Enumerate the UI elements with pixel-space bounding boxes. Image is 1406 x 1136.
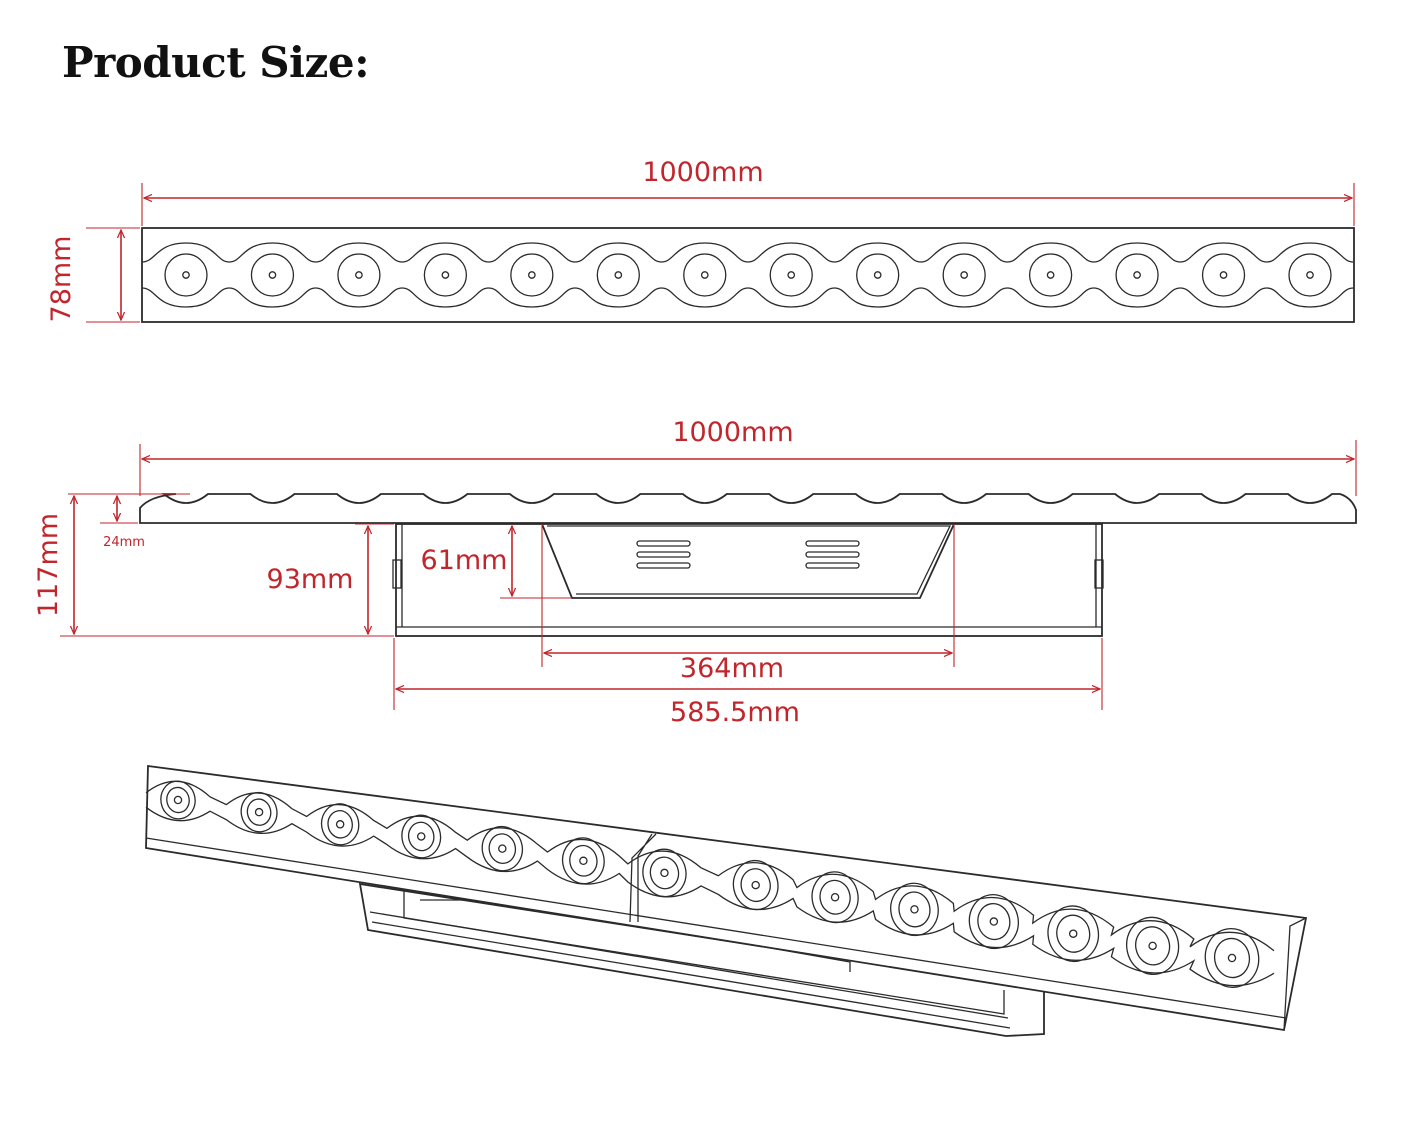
front-lens — [250, 253, 295, 297]
front-lens-row — [164, 253, 1332, 297]
vent-width-label: 364mm — [680, 653, 784, 684]
page-title: Product Size: — [62, 38, 370, 87]
perspective-base-channel — [403, 888, 1005, 1015]
perspective-lens — [401, 814, 442, 859]
front-bar-outline — [141, 227, 1355, 323]
front-lens — [769, 253, 813, 297]
front-lens — [856, 253, 900, 297]
front-lens — [1288, 253, 1332, 297]
front-lens — [1115, 253, 1159, 297]
perspective-lens-row — [160, 780, 1260, 988]
vent-height-label: 61mm — [421, 545, 508, 576]
perspective-lens-band-bottom — [145, 806, 1275, 987]
perspective-lens — [1204, 928, 1260, 988]
box-width-label: 585.5mm — [670, 697, 800, 728]
perspective-head-seam — [629, 833, 657, 923]
perspective-lens — [320, 803, 360, 846]
front-lens-band-top — [141, 242, 1354, 263]
perspective-base-rail — [369, 911, 1009, 1019]
perspective-lens — [1126, 916, 1180, 976]
side-vent-housing — [540, 523, 956, 599]
front-lens — [510, 253, 554, 297]
front-lens-band-bottom — [141, 287, 1354, 308]
perspective-head-end — [1283, 917, 1307, 1031]
side-vent-housing-inner — [547, 525, 952, 595]
side-bracket-right — [1094, 559, 1104, 589]
total-height-label: 117mm — [33, 513, 64, 617]
front-lens — [1201, 253, 1246, 297]
perspective-lens — [642, 848, 687, 898]
perspective-lens — [481, 825, 524, 872]
front-width-label: 1000mm — [642, 157, 763, 188]
front-lens — [683, 253, 727, 297]
perspective-base-rail-lower — [371, 921, 1011, 1029]
front-height-label: 78mm — [46, 236, 77, 323]
perspective-lens — [811, 871, 859, 924]
perspective-view — [145, 764, 1308, 1037]
perspective-head-bottom-edge — [145, 837, 1287, 1019]
perspective-lens — [968, 893, 1019, 950]
side-width-label: 1000mm — [672, 417, 793, 448]
perspective-lens — [561, 837, 605, 885]
side-vent-slots-left — [636, 540, 691, 569]
perspective-lens — [1047, 905, 1100, 963]
head-height-label: 24mm — [103, 535, 145, 550]
front-lens — [423, 253, 468, 297]
side-vent-slots-right — [805, 540, 860, 569]
side-view: 1000mm 117mm 24mm 93mm 61mm 364mm 585.5m… — [33, 417, 1357, 728]
front-lens — [596, 253, 640, 297]
perspective-lens-band-top — [145, 780, 1275, 952]
front-lens — [1028, 253, 1073, 297]
perspective-lens — [732, 859, 779, 911]
front-lens — [942, 253, 986, 297]
perspective-head-body — [145, 764, 1308, 1032]
front-lens — [337, 253, 381, 297]
front-lens — [164, 253, 208, 297]
box-height-label: 93mm — [267, 564, 354, 595]
side-bracket-left — [392, 559, 402, 589]
perspective-lens — [160, 780, 196, 820]
side-head-outline — [139, 493, 1357, 524]
perspective-lens — [240, 791, 278, 833]
front-view: 1000mm 78mm — [46, 157, 1355, 323]
perspective-lens — [890, 882, 939, 937]
